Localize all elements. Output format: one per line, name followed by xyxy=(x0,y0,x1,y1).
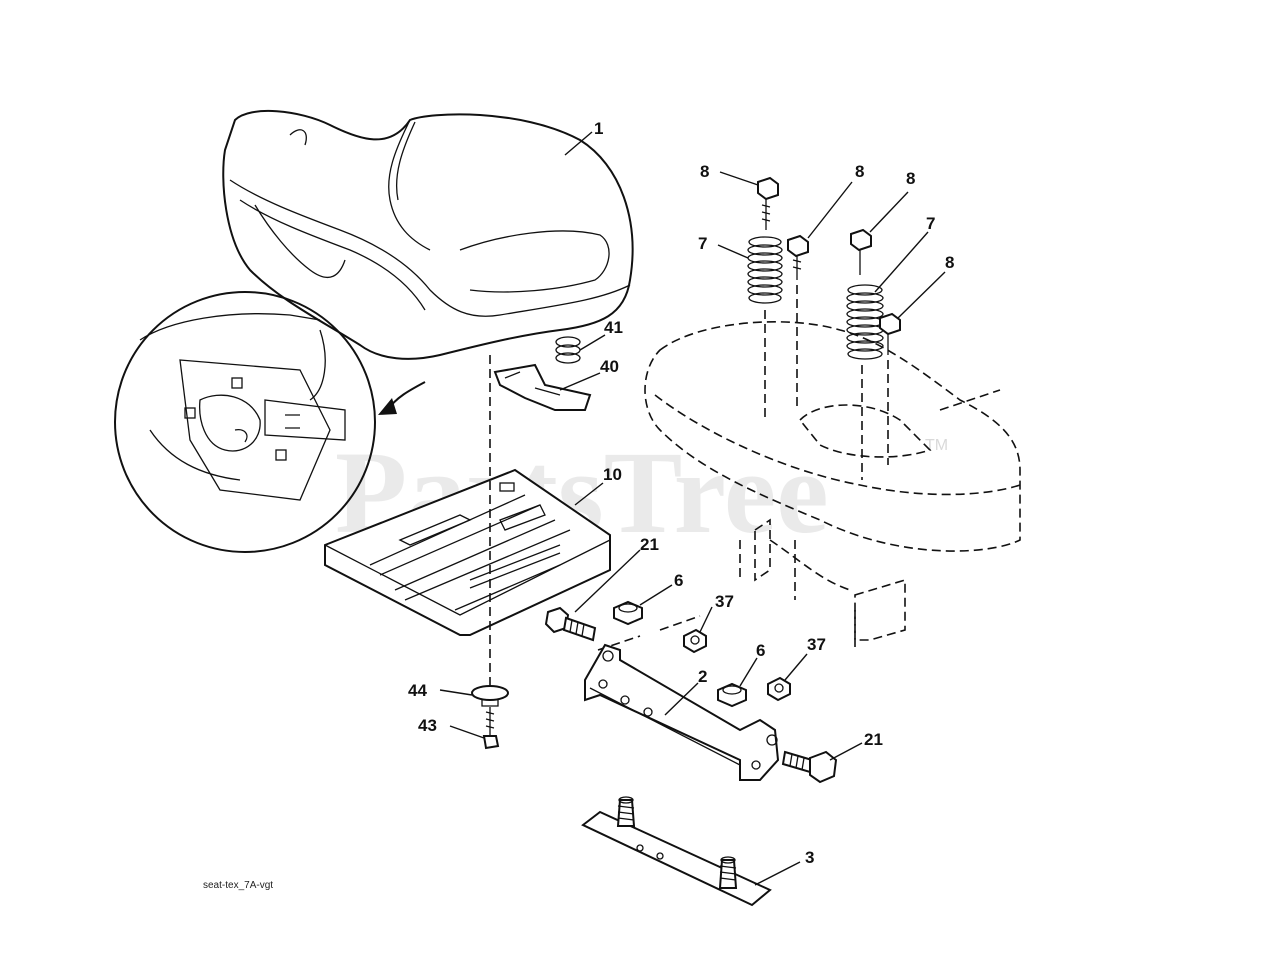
callout-8-a: 8 xyxy=(700,162,709,181)
part-7-spring-b xyxy=(846,284,884,360)
watermark-tm: TM xyxy=(925,437,948,454)
callout-10: 10 xyxy=(603,465,622,484)
part-6-nut-a xyxy=(613,600,643,626)
part-41-spring xyxy=(555,336,581,364)
callout-43: 43 xyxy=(418,716,437,735)
drawing-reference: seat-tex_7A-vgt xyxy=(203,880,273,891)
callout-40: 40 xyxy=(600,357,619,376)
part-37-nut-a xyxy=(683,628,707,654)
part-8-bolt-b xyxy=(787,234,809,280)
callout-21-a: 21 xyxy=(640,535,659,554)
callout-3: 3 xyxy=(805,848,814,867)
part-6-nut-b xyxy=(717,682,747,708)
callout-1: 1 xyxy=(594,119,603,138)
part-8-bolt-c xyxy=(850,228,872,275)
part-40-latch xyxy=(493,363,592,411)
callout-21-b: 21 xyxy=(864,730,883,749)
callout-44: 44 xyxy=(408,681,427,700)
leader-lines xyxy=(439,131,946,886)
callout-8-c: 8 xyxy=(906,169,915,188)
part-2-bracket xyxy=(584,643,780,781)
detail-inset xyxy=(114,291,376,553)
callout-37-a: 37 xyxy=(715,592,734,611)
part-3-plate xyxy=(581,796,772,907)
part-7-spring-a xyxy=(747,236,783,304)
part-8-bolt-a xyxy=(757,176,779,230)
callout-6-a: 6 xyxy=(674,571,683,590)
part-21-bolt-right xyxy=(781,750,838,784)
callout-8-b: 8 xyxy=(855,162,864,181)
part-10-seat-pan xyxy=(324,468,611,636)
seat xyxy=(222,110,634,360)
callout-7-a: 7 xyxy=(698,234,707,253)
callout-41: 41 xyxy=(604,318,623,337)
callout-2: 2 xyxy=(698,667,707,686)
part-37-nut-b xyxy=(767,676,791,702)
callout-7-b: 7 xyxy=(926,214,935,233)
arrow-icon xyxy=(378,381,426,415)
tractor-frame xyxy=(644,321,1021,650)
part-44-washer xyxy=(471,685,509,707)
callout-6-b: 6 xyxy=(756,641,765,660)
part-21-bolt-left xyxy=(544,606,597,642)
callouts: 1 8 8 8 8 7 7 41 40 10 21 6 37 6 37 2 21… xyxy=(408,119,954,867)
callout-37-b: 37 xyxy=(807,635,826,654)
part-8-bolt-d xyxy=(879,312,901,355)
part-43-bolt xyxy=(482,707,500,750)
callout-8-d: 8 xyxy=(945,253,954,272)
